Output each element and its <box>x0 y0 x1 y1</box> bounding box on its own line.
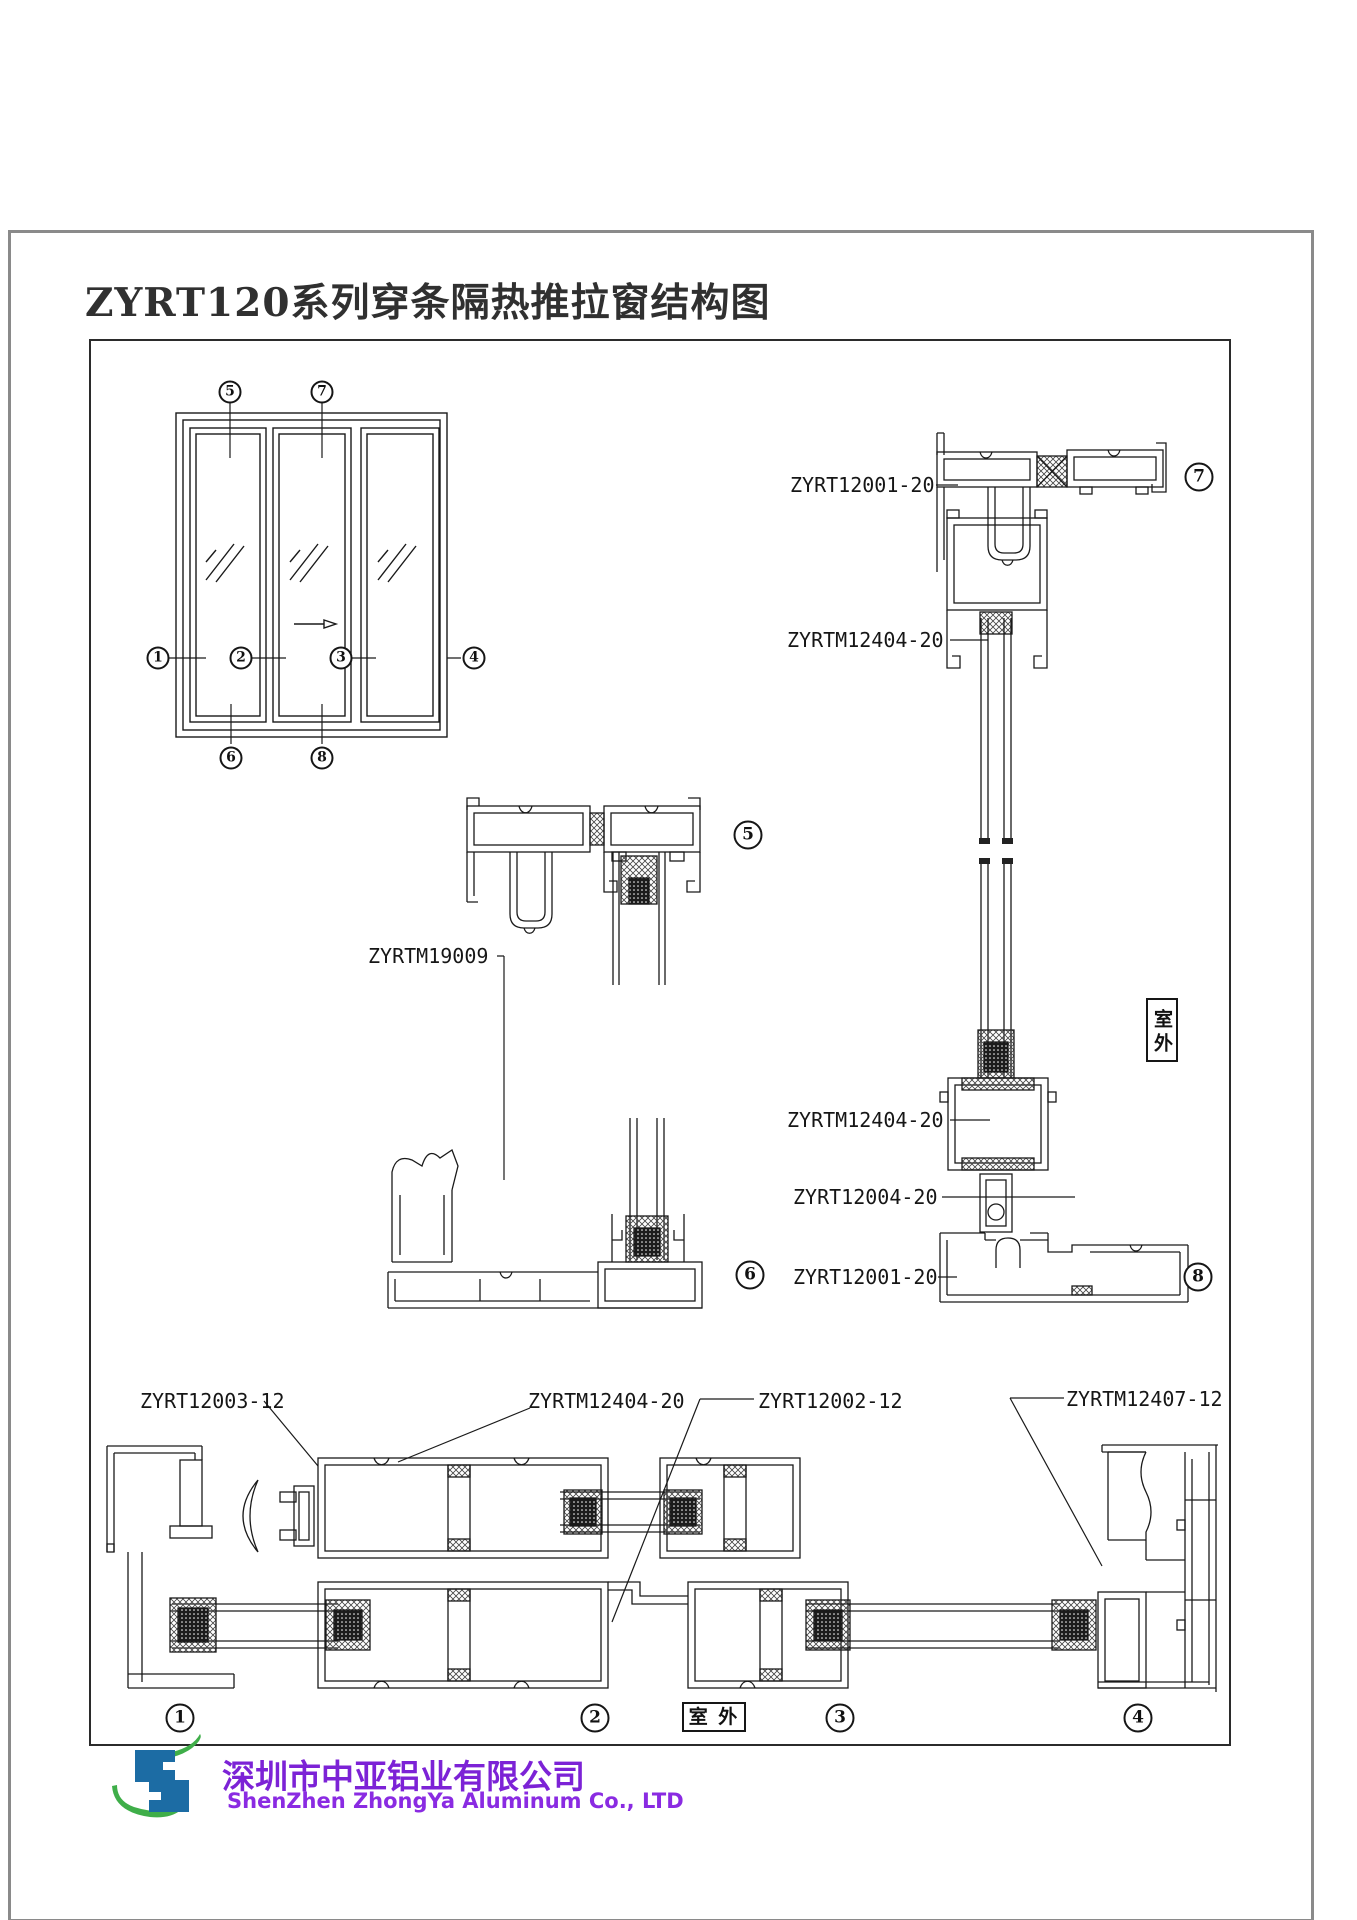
section-b1-left-jamb <box>106 1445 338 1689</box>
label-sill-frame: ZYRT12001-20 <box>793 1265 938 1289</box>
company-name-en: ShenZhen ZhongYa Aluminum Co., LTD <box>227 1789 684 1813</box>
label-roller: ZYRT12004-20 <box>793 1185 938 1209</box>
section-7-strip <box>936 432 1167 844</box>
callout-8: 8 <box>310 746 334 770</box>
logo-swoosh-bottom <box>112 1785 181 1818</box>
label-interlock: ZYRT12002-12 <box>758 1389 903 1413</box>
section-callout-8: 8 <box>1183 1262 1213 1292</box>
company-name-cn: 深圳市中亚铝业有限公司 <box>222 1757 585 1796</box>
section-6-sill <box>387 1118 703 1309</box>
section-callout-6: 6 <box>735 1260 765 1290</box>
section-callout-7: 7 <box>1184 462 1214 492</box>
callout-7: 7 <box>310 380 334 404</box>
label-leaders <box>263 484 1103 1623</box>
section-callout-b2: 2 <box>580 1703 610 1733</box>
section-5-head <box>466 797 701 985</box>
section-b4-right-jamb <box>1051 1444 1218 1692</box>
logo-glyph-lower <box>149 1758 189 1812</box>
section-callout-5: 5 <box>733 820 763 850</box>
drawing-frame <box>89 339 1231 1746</box>
section-b2-interlock-handle <box>242 1457 700 1689</box>
elevation-leaders <box>169 403 461 744</box>
label-interlock-sash: ZYRTM12404-20 <box>528 1389 685 1413</box>
callout-6: 6 <box>219 746 243 770</box>
section-b3-interlock <box>659 1457 1060 1689</box>
window-elevation <box>175 412 448 738</box>
callout-2: 2 <box>229 646 253 670</box>
callout-4: 4 <box>462 646 486 670</box>
callout-5: 5 <box>218 380 242 404</box>
label-jamb-right: ZYRTM12407-12 <box>1066 1387 1223 1411</box>
section-8-strip <box>939 858 1189 1303</box>
callout-1: 1 <box>146 646 170 670</box>
callout-3: 3 <box>329 646 353 670</box>
company-logo <box>112 1734 201 1818</box>
outdoor-box-bottom: 室 外 <box>682 1702 746 1732</box>
label-screen-rail: ZYRTM19009 <box>368 944 489 968</box>
label-jamb-left: ZYRT12003-12 <box>140 1389 285 1413</box>
label-head-sash: ZYRTM12404-20 <box>787 628 944 652</box>
label-head-frame: ZYRT12001-20 <box>790 473 935 497</box>
section-callout-b4: 4 <box>1123 1703 1153 1733</box>
outdoor-box-right: 室外 <box>1146 998 1178 1062</box>
section-callout-b3: 3 <box>825 1703 855 1733</box>
label-mid-sash: ZYRTM12404-20 <box>787 1108 944 1132</box>
page-title: ZYRT120系列穿条隔热推拉窗结构图 <box>85 280 771 326</box>
section-callout-b1: 1 <box>165 1703 195 1733</box>
